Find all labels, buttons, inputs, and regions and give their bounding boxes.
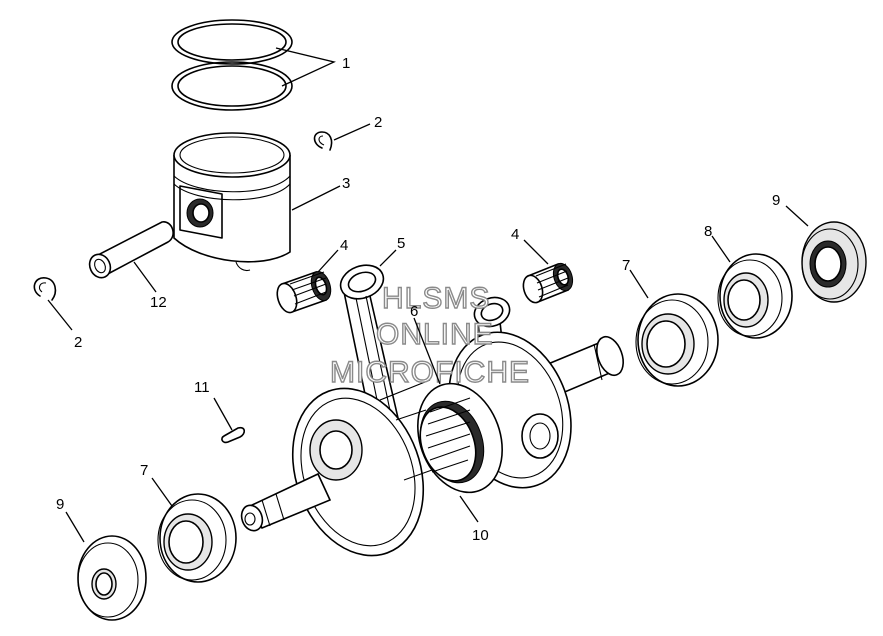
callout-2-left: 2 [74, 334, 82, 351]
callout-2-top: 2 [374, 114, 382, 131]
callout-1: 1 [342, 55, 350, 72]
circlip-left [33, 277, 57, 301]
watermark-line-3: MICROFICHE [330, 356, 530, 389]
callout-11: 11 [194, 379, 210, 396]
callout-7-right: 7 [622, 257, 630, 274]
callout-9-left: 9 [56, 496, 64, 513]
bearing-right [635, 293, 719, 387]
callout-6: 6 [410, 303, 418, 320]
callout-5: 5 [397, 235, 405, 252]
callout-3: 3 [342, 175, 350, 192]
callout-10: 10 [472, 527, 489, 544]
callout-labels: 1 2 3 4 5 4 7 8 9 12 2 6 11 7 9 10 [56, 55, 780, 544]
callout-12: 12 [150, 294, 167, 311]
crankshaft [240, 331, 624, 557]
seal-right [801, 221, 867, 303]
leader-lines [47, 47, 809, 543]
watermark: HLSMS ONLINE MICROFICHE [329, 281, 530, 389]
woodruff-key [221, 426, 246, 444]
circlip-top [313, 131, 333, 151]
needle-bearing-right [522, 262, 574, 304]
callout-7-left: 7 [140, 462, 148, 479]
needle-bearing-left [276, 270, 332, 314]
piston [173, 132, 291, 272]
callout-9-right: 9 [772, 192, 780, 209]
wrist-pin [88, 221, 174, 279]
watermark-line-1: HLSMS [382, 282, 490, 315]
seal-left [77, 535, 147, 621]
watermark-line-2: ONLINE [376, 318, 494, 351]
callout-4-right: 4 [511, 226, 519, 243]
callout-4-left: 4 [340, 237, 348, 254]
connecting-rod-left [339, 264, 399, 430]
bearing-left [157, 493, 237, 583]
callout-8: 8 [704, 223, 712, 240]
bearing-8 [717, 253, 793, 339]
piston-rings [171, 19, 293, 111]
